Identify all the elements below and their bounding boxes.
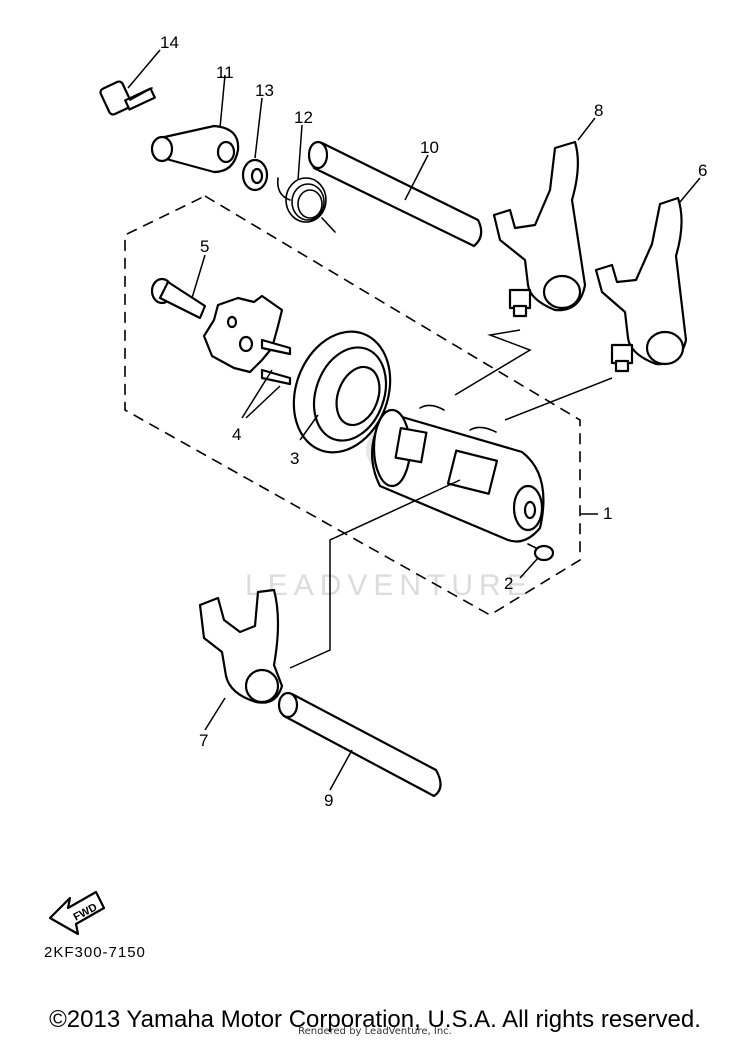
callout-8: 8 — [594, 101, 603, 120]
part-segment-holder[interactable] — [202, 294, 284, 374]
part-pins-4[interactable] — [260, 338, 292, 386]
link-fork-8 — [454, 329, 532, 396]
part-shift-fork-7[interactable] — [198, 588, 284, 704]
part-bolt-14[interactable] — [99, 80, 156, 116]
part-shaft-9[interactable] — [277, 691, 442, 798]
callout-10: 10 — [420, 138, 439, 157]
diagram-code: 2KF300-7150 — [44, 944, 146, 961]
callout-11: 11 — [216, 63, 234, 82]
part-shaft-10[interactable] — [307, 140, 483, 248]
part-bearing-3[interactable] — [278, 318, 407, 466]
callout-7: 7 — [199, 731, 208, 750]
callout-1: 1 — [603, 504, 612, 523]
part-washer-13[interactable] — [241, 158, 269, 192]
part-lever-11[interactable] — [150, 124, 240, 174]
fwd-arrow-icon: FWD — [48, 890, 106, 936]
part-spring-12[interactable] — [276, 177, 336, 233]
callout-5: 5 — [200, 237, 209, 256]
copyright-text: ©2013 Yamaha Motor Corporation, U.S.A. A… — [49, 1006, 701, 1033]
callout-4: 4 — [232, 425, 241, 444]
callout-14: 14 — [160, 33, 179, 52]
callout-2: 2 — [504, 574, 513, 593]
callout-12: 12 — [294, 108, 313, 127]
part-shift-fork-6[interactable] — [594, 196, 688, 373]
part-screw-2[interactable] — [527, 543, 555, 562]
part-shift-fork-8[interactable] — [492, 140, 587, 318]
link-fork-7 — [289, 479, 461, 669]
assembly-boundary — [124, 195, 581, 616]
callout-3: 3 — [290, 449, 299, 468]
callout-9: 9 — [324, 791, 333, 810]
rendered-by-text: Rendered by LeadVenture, Inc. — [298, 1026, 452, 1037]
callout-13: 13 — [255, 81, 274, 100]
callout-6: 6 — [698, 161, 707, 180]
link-fork-6 — [504, 377, 613, 421]
watermark-text: LEADVENTURE — [245, 569, 533, 602]
part-bolt-5[interactable] — [150, 277, 207, 320]
part-shift-drum-1[interactable] — [371, 404, 545, 543]
